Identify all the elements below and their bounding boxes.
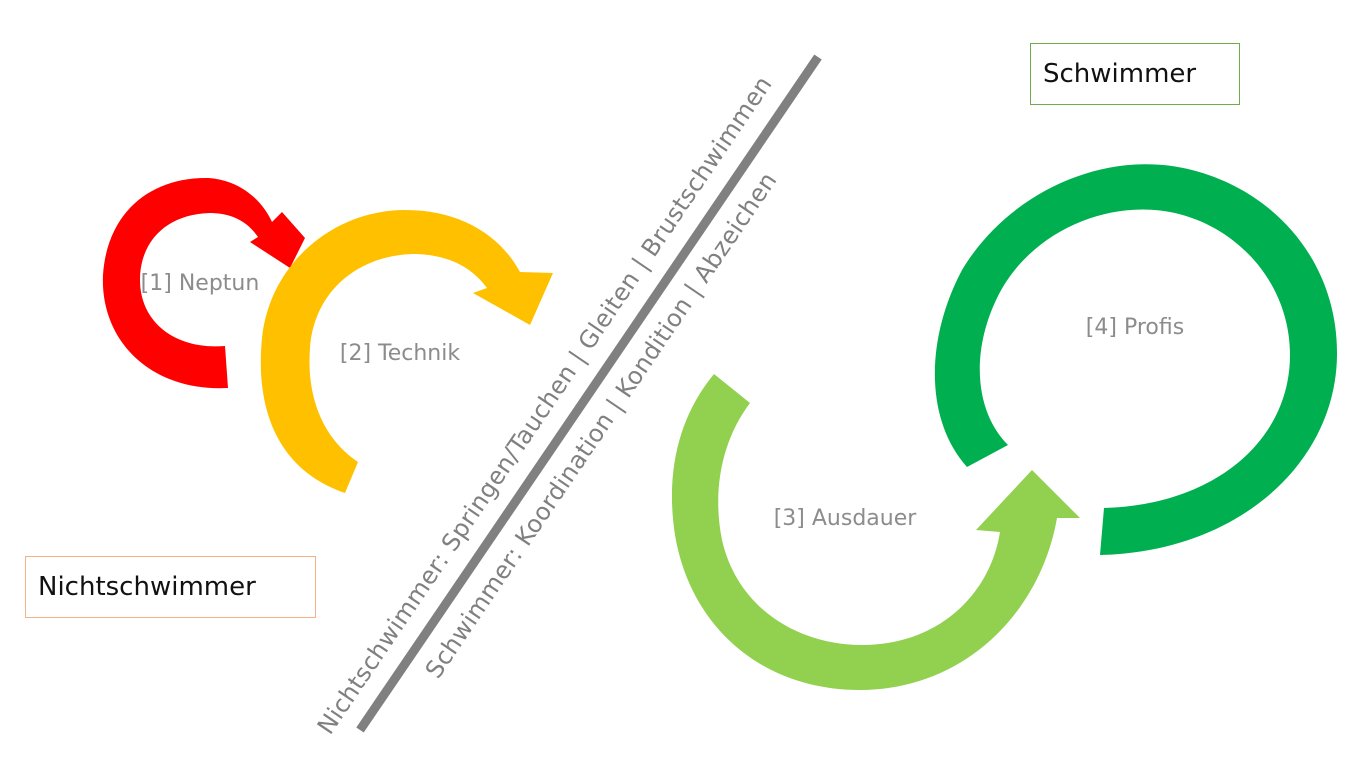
group-label-schwimmer: Schwimmer [1030,43,1240,105]
stage-ausdauer: [3] Ausdauer [671,374,1080,690]
stage-profis: [4] Profis [934,164,1338,556]
stage-label-profis: [4] Profis [1086,315,1184,340]
stage-neptun: [1] Neptun [102,177,305,389]
stage-technik: [2] Technik [260,210,553,493]
ausdauer-arrow-shape [671,374,1080,690]
technik-arrow-shape [260,210,553,493]
profis-ring-shape [934,164,1338,556]
divider-line [356,54,822,733]
stage-label-technik: [2] Technik [340,341,460,366]
group-label-nichtschwimmer: Nichtschwimmer [25,556,316,618]
stage-label-neptun: [1] Neptun [141,271,260,296]
neptun-arrow-shape [102,177,305,389]
stage-label-ausdauer: [3] Ausdauer [774,506,918,531]
